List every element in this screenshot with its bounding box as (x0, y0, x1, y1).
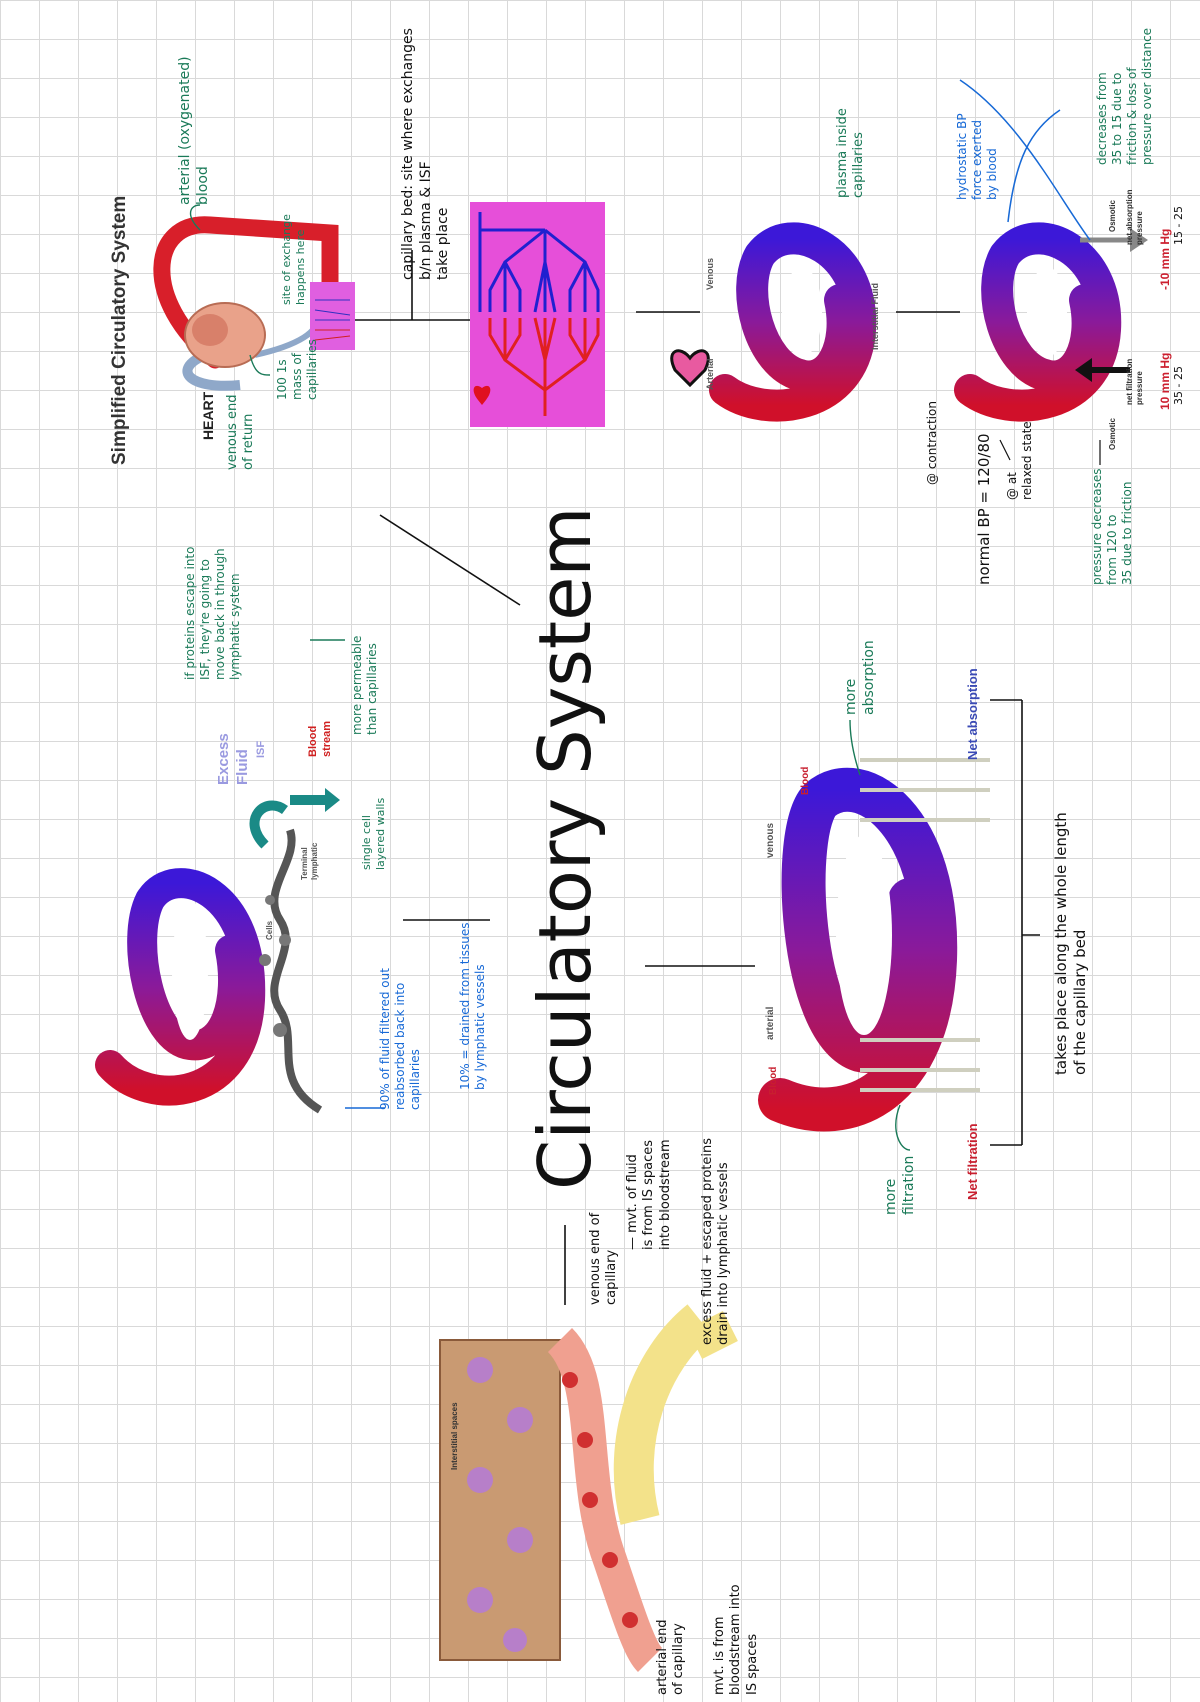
filtration-capillary-diagram (758, 719, 990, 1151)
relaxed-note: @ at relaxed state (1005, 421, 1034, 500)
capillary-mass-note: 100 1s mass of capillaries (275, 339, 319, 400)
bp-annotation-lines (999, 439, 1101, 465)
interstitial-fluid-label: Interstitial Fluid (870, 282, 880, 350)
net-absorption-label: Net absorption (965, 668, 980, 760)
osmotic-label-top: Osmotic (1108, 199, 1117, 232)
capillary-bed-note: capillary bed: site where exchanges b/n … (400, 28, 451, 280)
excess-fluid-note: excess fluid + escaped proteins drain in… (700, 1137, 732, 1345)
simplified-circulatory-diagram (153, 204, 355, 391)
venous-return-note: venous end of return (225, 394, 257, 470)
normal-bp: normal BP = 120/80 (975, 433, 993, 585)
osmotic-label-bottom: Osmotic (1108, 417, 1117, 450)
capillary-mass-thumbnail (310, 282, 355, 350)
single-capillary-diagram (670, 222, 877, 422)
tissue-diagram (439, 1304, 738, 1673)
interstitial-spaces-label: Interstitial spaces (450, 1402, 459, 1470)
venous-label: Venous (705, 257, 715, 290)
venous-end-label: venous (765, 822, 776, 858)
venous-movement-note: — mvt. of fluid is from IS spaces into b… (625, 1139, 673, 1250)
cells-label: Cells (265, 920, 274, 940)
reabsorbed-note: 90% of fluid filtered out reabsorbed bac… (378, 968, 422, 1110)
exchange-note: site of exchange happens here (280, 214, 307, 305)
plasma-note: plasma inside capillaries (835, 108, 867, 198)
terminal-lymphatic-label: Terminal lymphatic (300, 842, 319, 880)
pressure-capillary-diagram (954, 79, 1148, 422)
net-filtration-label: Net filtration (965, 1123, 980, 1200)
equation-bottom: 35 - 25 (1172, 366, 1185, 405)
more-permeable-note: more permeable than capillaries (350, 635, 379, 735)
drained-note: 10% = drained from tissues by lymphatic … (458, 922, 487, 1090)
heart-label: HEART (200, 391, 216, 440)
venous-end-note: venous end of capillary (588, 1212, 620, 1305)
equation-top: 15 - 25 (1172, 206, 1185, 245)
net-filtration-pressure-label: net filtration pressure (1125, 358, 1144, 405)
center-title: Circulatory System (523, 506, 607, 1190)
hydrostatic-note: hydrostatic BP force exerted by blood (955, 113, 999, 200)
pressure-decrease-top-note: decreases from 35 to 15 due to friction … (1095, 27, 1154, 165)
simplified-title: Simplified Circulatory System (109, 195, 130, 465)
arterial-blood-note: arterial (oxygenated) blood (177, 56, 211, 205)
heart-icon (670, 349, 710, 388)
arterial-end-label: arterial (765, 1006, 776, 1040)
contraction-note: @ contraction (925, 401, 939, 485)
lymphatic-diagram (95, 639, 385, 1114)
single-cell-note: single cell layered walls (360, 797, 387, 870)
heart-icon (473, 385, 491, 405)
isf-label: ISF (255, 740, 267, 758)
minus-10-mmhg: -10 mm Hg (1158, 228, 1172, 290)
arterial-movement-note: mvt. is from bloodstream into IS spaces (712, 1584, 760, 1695)
blood-label-bottom: Blood (768, 1066, 779, 1095)
protein-escape-note: if proteins escape into ISF, they're goi… (183, 546, 242, 680)
plus-10-mmhg: 10 mm Hg (1158, 352, 1172, 410)
pressure-decrease-note: pressure decreases from 120 to 35 due to… (1090, 468, 1134, 585)
capillary-label: Capillary (800, 301, 810, 340)
arterial-label: Arterial (705, 358, 715, 390)
more-absorption-note: more absorption (843, 640, 877, 715)
net-absorption-pressure-label: net absorption pressure (1125, 189, 1144, 245)
whole-length-note: takes place along the whole length of th… (1052, 812, 1089, 1075)
excess-fluid-label: Excess Fluid (215, 733, 251, 785)
bloodstream-label: Blood stream (307, 720, 333, 757)
capillary-bed-diagram (470, 202, 605, 427)
blood-label-top: Blood (800, 766, 811, 795)
arterial-end-note: arterial end of capillary (655, 1619, 687, 1695)
more-filtration-note: more filtration (883, 1155, 917, 1215)
